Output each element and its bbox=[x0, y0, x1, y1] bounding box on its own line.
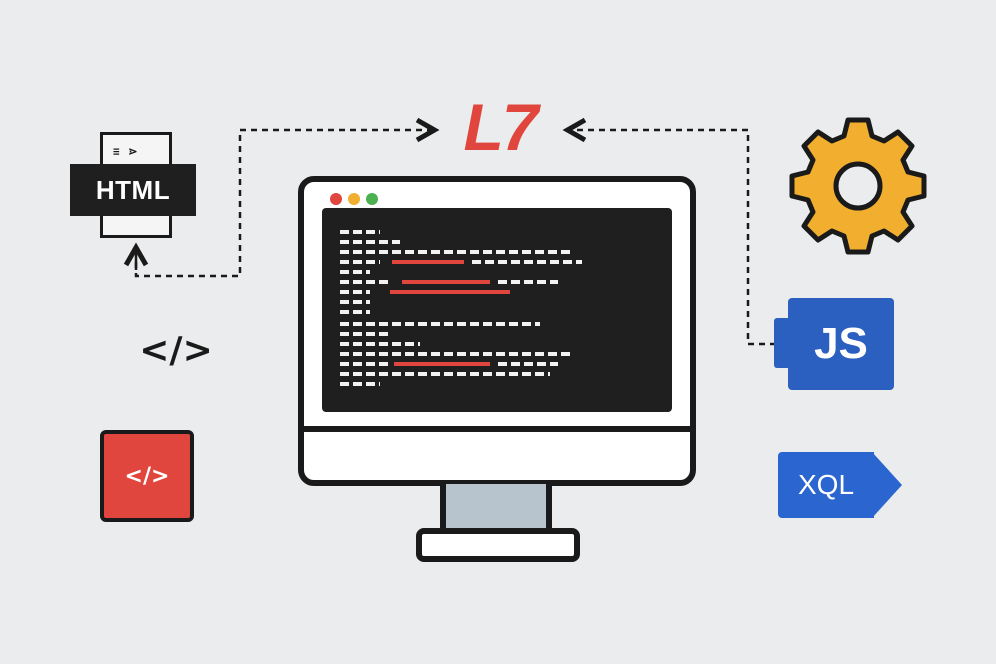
monitor-screen bbox=[322, 208, 672, 412]
code-line bbox=[340, 322, 540, 326]
window-dot-green bbox=[366, 193, 378, 205]
code-line bbox=[340, 382, 380, 386]
js-badge-tab bbox=[774, 318, 792, 368]
code-line bbox=[472, 260, 582, 264]
code-line bbox=[340, 342, 420, 346]
html-label: HTML bbox=[70, 164, 196, 216]
code-line bbox=[340, 300, 370, 304]
code-line bbox=[340, 240, 400, 244]
code-line bbox=[340, 260, 380, 264]
gear-icon bbox=[789, 117, 927, 255]
arrow-js-to-logo bbox=[570, 130, 776, 346]
code-line bbox=[498, 280, 558, 284]
code-tag-icon: </> bbox=[139, 329, 213, 371]
code-line bbox=[340, 332, 390, 336]
monitor-chin-divider bbox=[304, 426, 690, 432]
xql-badge: XQL bbox=[778, 452, 874, 518]
code-line-red bbox=[392, 260, 464, 264]
top-logo: L7 bbox=[463, 90, 538, 164]
code-line bbox=[340, 310, 370, 314]
js-badge: JS bbox=[788, 298, 894, 390]
code-line bbox=[340, 372, 550, 376]
code-line bbox=[340, 230, 380, 234]
code-line-red bbox=[394, 362, 490, 366]
xql-badge-point bbox=[872, 452, 902, 518]
code-line bbox=[340, 250, 570, 254]
code-tag-red-icon: </> bbox=[100, 430, 194, 522]
code-line bbox=[340, 290, 370, 294]
window-dot-red bbox=[330, 193, 342, 205]
window-dot-yellow bbox=[348, 193, 360, 205]
code-line bbox=[498, 362, 558, 366]
monitor-stand-neck bbox=[440, 484, 552, 532]
monitor-stand-base bbox=[416, 528, 580, 562]
code-line bbox=[340, 362, 390, 366]
code-line bbox=[340, 280, 390, 284]
html-doc-marks: ≡ ⋗ bbox=[113, 145, 139, 158]
code-line bbox=[340, 270, 370, 274]
code-line bbox=[340, 352, 570, 356]
code-line-red bbox=[402, 280, 490, 284]
code-line-red bbox=[390, 290, 510, 294]
